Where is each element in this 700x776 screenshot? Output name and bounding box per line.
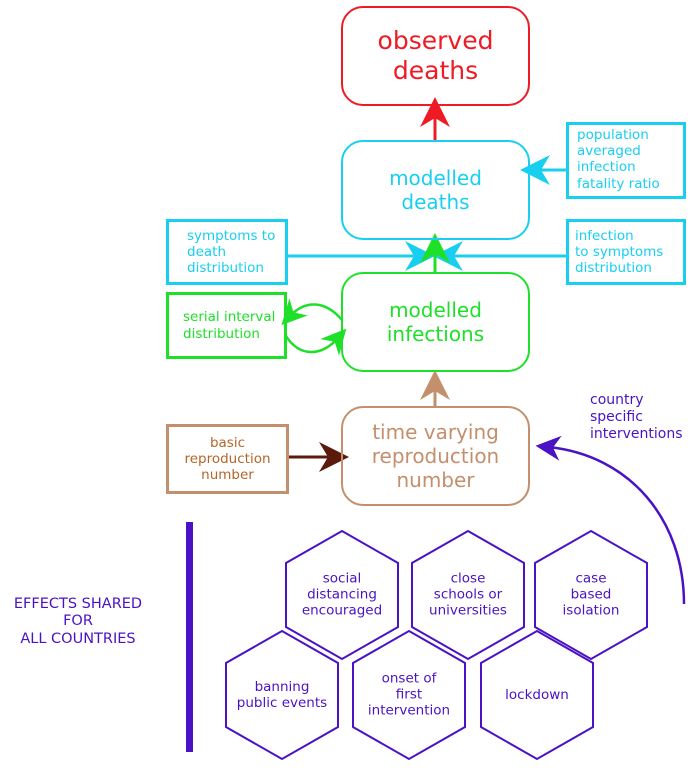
- input-symptoms-to-death-line: distribution: [187, 260, 264, 277]
- shared-effects-line: EFFECTS SHARED: [13, 596, 143, 612]
- arrow-interventions-to-rt: [535, 435, 686, 605]
- input-basic-r-line: number: [201, 467, 254, 484]
- country-specific-line: specific: [590, 408, 643, 425]
- node-observed-deaths-line: deaths: [392, 56, 479, 85]
- intervention-label-line: close: [450, 570, 486, 587]
- intervention-label-line: lockdown: [505, 686, 569, 703]
- input-ifr: population averaged infection fatality r…: [566, 122, 686, 199]
- country-specific-line: country: [590, 392, 644, 408]
- input-serial-interval-line: distribution: [183, 325, 260, 342]
- country-specific-label: country specific interventions: [590, 392, 683, 442]
- intervention-hexagon: [225, 629, 339, 761]
- intervention-hexagon: [352, 629, 466, 761]
- input-serial-interval: serial interval distribution: [166, 292, 287, 359]
- input-symptoms-to-death-line: symptoms to: [187, 227, 276, 244]
- intervention-label-line: schools or: [433, 586, 503, 603]
- node-time-varying-r-line: reproduction: [371, 444, 500, 468]
- intervention-label-line: distancing: [307, 586, 377, 603]
- intervention-label-line: onset of: [381, 670, 437, 687]
- country-specific-line: interventions: [590, 425, 683, 442]
- node-modelled-infections: modelled infections: [341, 272, 530, 372]
- intervention-label-line: case: [575, 570, 607, 587]
- node-modelled-infections-line: infections: [386, 322, 485, 346]
- shared-effects-line: ALL COUNTRIES: [20, 630, 136, 647]
- intervention-hexagon: [411, 529, 525, 661]
- node-modelled-deaths-line: modelled: [389, 166, 482, 190]
- input-symptoms-to-death-line: death: [187, 243, 226, 260]
- input-infection-to-symptoms: infection to symptoms distribution: [566, 219, 686, 285]
- input-basic-r: basic reproduction number: [166, 424, 289, 494]
- input-ifr-line: infection: [577, 159, 636, 176]
- node-modelled-infections-line: modelled: [389, 298, 482, 322]
- intervention-label-line: isolation: [562, 603, 620, 620]
- intervention-hexagon: [534, 529, 648, 661]
- input-ifr-line: population: [577, 127, 649, 143]
- input-serial-interval-line: serial interval: [183, 309, 276, 326]
- node-modelled-deaths-line: deaths: [401, 190, 470, 214]
- intervention-label-line: public events: [236, 695, 328, 711]
- arrow-infections-to-serial: [281, 298, 343, 326]
- intervention-label-line: social: [322, 570, 362, 587]
- intervention-hexagon: [285, 529, 399, 661]
- intervention-label: lockdown: [477, 687, 597, 703]
- separator-bar: [186, 522, 193, 752]
- intervention-label-line: universities: [429, 603, 507, 620]
- intervention-label-line: based: [570, 586, 612, 603]
- input-basic-r-line: reproduction: [184, 450, 271, 467]
- node-modelled-deaths: modelled deaths: [341, 140, 530, 240]
- intervention-label-line: first: [395, 686, 423, 703]
- input-infection-to-symptoms-line: distribution: [575, 260, 652, 277]
- arrow-serial-to-infections: [284, 328, 347, 356]
- input-infection-to-symptoms-line: infection: [575, 227, 634, 244]
- node-observed-deaths: observed deaths: [341, 6, 530, 106]
- node-time-varying-r-line: number: [396, 468, 475, 492]
- node-time-varying-r-line: time varying: [372, 420, 499, 444]
- intervention-label-line: banning: [254, 678, 310, 695]
- input-ifr-line: fatality ratio: [577, 175, 660, 192]
- intervention-hexagon: [480, 629, 594, 761]
- intervention-label-line: encouraged: [301, 603, 383, 620]
- node-observed-deaths-line: observed: [377, 26, 494, 55]
- intervention-hexagons: [225, 529, 648, 761]
- shared-effects-label: EFFECTS SHARED FOR ALL COUNTRIES: [4, 596, 152, 648]
- node-time-varying-r: time varying reproduction number: [341, 406, 530, 506]
- input-ifr-line: averaged: [577, 143, 641, 160]
- input-symptoms-to-death: symptoms to death distribution: [166, 219, 288, 285]
- intervention-label-line: intervention: [367, 703, 451, 720]
- shared-effects-line: FOR: [63, 613, 93, 630]
- input-infection-to-symptoms-line: to symptoms: [575, 243, 664, 260]
- input-basic-r-line: basic: [209, 434, 246, 451]
